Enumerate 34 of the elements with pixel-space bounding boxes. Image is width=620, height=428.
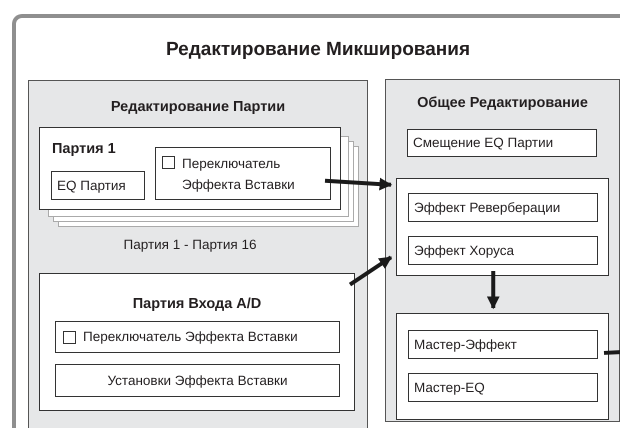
parameter-label: Мастер-EQ xyxy=(414,380,485,396)
part-card xyxy=(39,273,355,411)
parameter-box xyxy=(408,193,598,222)
parameter-label: Смещение EQ Партии xyxy=(413,135,554,151)
arrow xyxy=(324,178,392,190)
heading: Партия Входа A/D xyxy=(132,295,262,314)
parameter-box xyxy=(407,129,597,157)
heading: Редактирование Микширования xyxy=(164,40,472,60)
arrow xyxy=(486,271,500,310)
section-panel xyxy=(28,80,368,428)
heading: Общее Редактирование xyxy=(416,94,589,113)
parameter-label: Установки Эффекта Вставки xyxy=(106,373,288,389)
parameter-box xyxy=(408,373,598,402)
switch-box xyxy=(155,147,331,200)
parameter-box xyxy=(55,364,340,397)
parameter-label: Мастер-Эффект xyxy=(414,336,517,352)
parameter-box xyxy=(51,171,145,200)
part-card xyxy=(39,127,341,210)
group-box xyxy=(396,178,609,276)
switch-label: Переключатель Эффекта Вставки xyxy=(182,155,296,194)
section-panel xyxy=(385,79,620,422)
heading: Редактирование Партии xyxy=(110,98,286,117)
range-caption: Партия 1 - Партия 16 xyxy=(122,237,258,253)
parameter-label: EQ Партия xyxy=(57,178,126,194)
parameter-label: Эффект Реверберации xyxy=(414,200,560,216)
parameter-box xyxy=(408,330,598,359)
switch-label: Переключатель Эффекта Вставки xyxy=(83,329,298,345)
frame-panel xyxy=(12,14,620,428)
parameter-label: Эффект Хоруса xyxy=(414,242,514,258)
switch-box xyxy=(55,321,340,353)
heading: Партия 1 xyxy=(52,140,116,159)
arrow xyxy=(348,256,392,286)
group-box xyxy=(396,313,609,420)
parameter-box xyxy=(408,236,598,265)
